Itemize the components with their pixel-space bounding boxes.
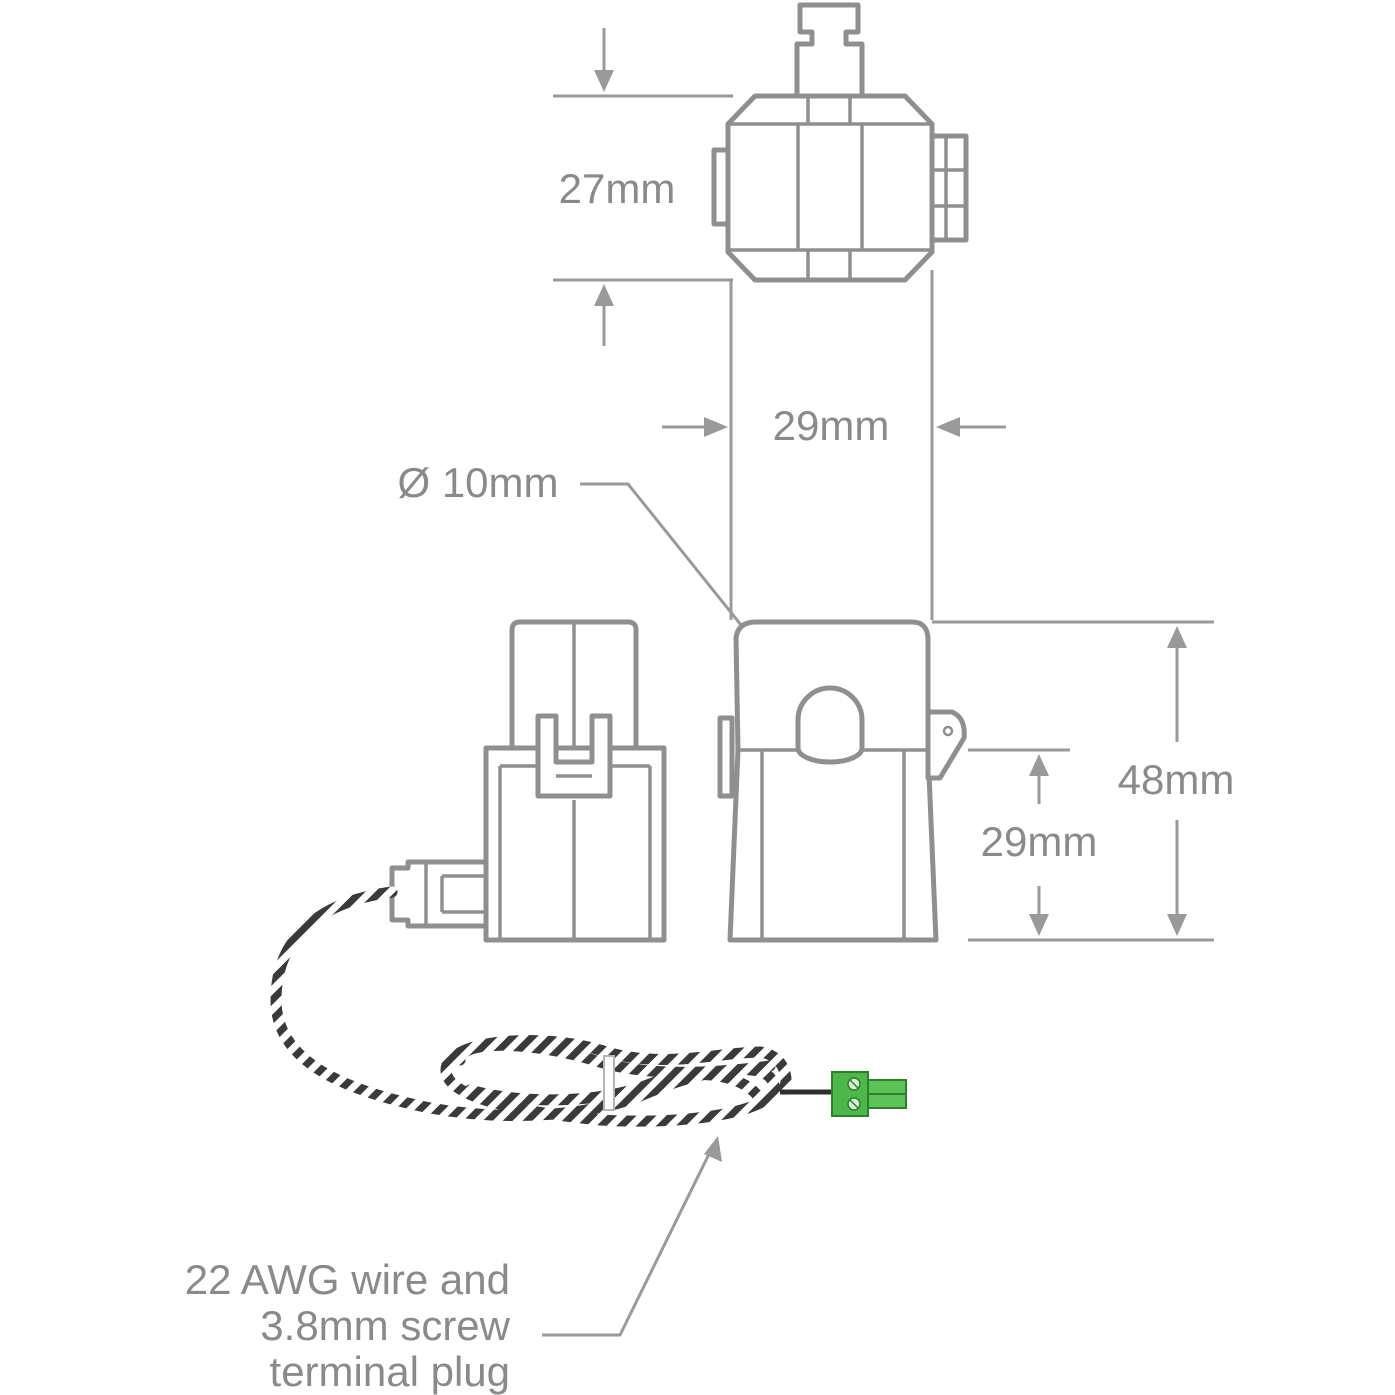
- sensor-top-view: [711, 2, 969, 283]
- aperture-label: Ø 10mm: [397, 459, 558, 506]
- dimension-top-height: 27mm: [553, 28, 733, 346]
- dimension-lower-height: 29mm: [968, 748, 1214, 942]
- sensor-side-view: [717, 619, 967, 943]
- sensor-front-view: [389, 619, 667, 943]
- width-label: 29mm: [773, 402, 890, 449]
- screw-terminal-plug-icon: [831, 1071, 907, 1117]
- wire-label-line-3: terminal plug: [270, 1348, 510, 1395]
- wire-callout: 22 AWG wire and 3.8mm screw terminal plu…: [185, 1136, 722, 1395]
- total-height-label: 48mm: [1118, 756, 1235, 803]
- wire-label-line-2: 3.8mm screw: [260, 1302, 510, 1349]
- dimension-width: 29mm: [662, 270, 1006, 620]
- top-height-label: 27mm: [559, 165, 676, 212]
- wire-label-line-1: 22 AWG wire and: [185, 1256, 510, 1303]
- twisted-wire: [270, 886, 834, 1127]
- dimension-total-height: 48mm: [932, 620, 1235, 936]
- lower-height-label: 29mm: [981, 818, 1098, 865]
